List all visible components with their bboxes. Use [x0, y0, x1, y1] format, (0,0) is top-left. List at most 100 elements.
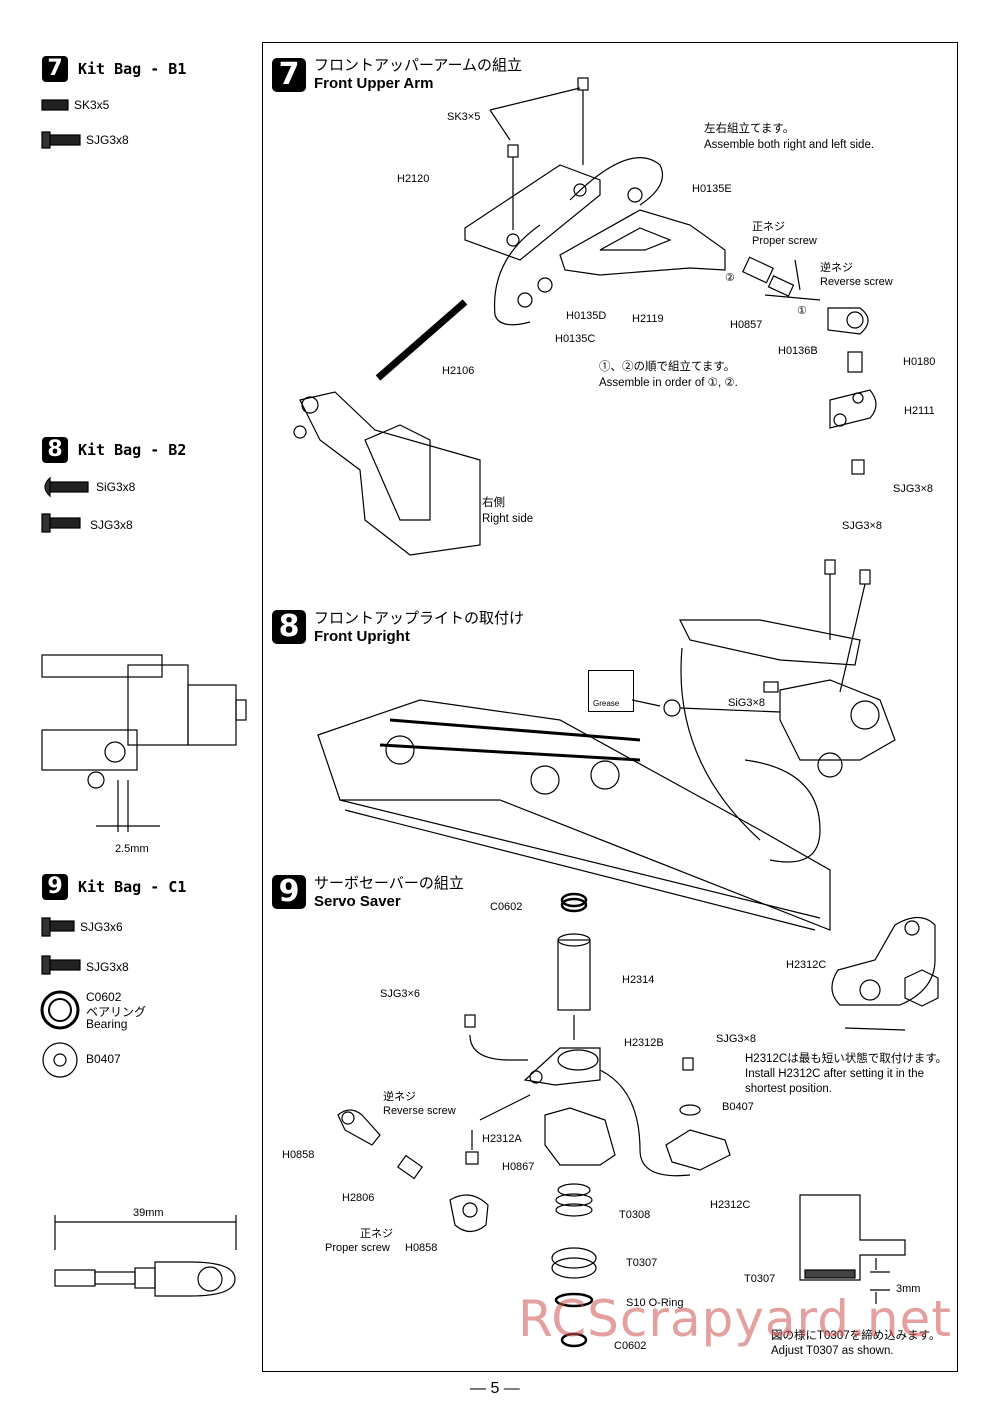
rod-length-detail [54, 1215, 237, 1297]
step8-drawing [317, 559, 896, 931]
part-callout: SJG3×6 [380, 988, 421, 1000]
assembly-note: shortest position. [745, 1083, 832, 1095]
step-title-en: Front Upper Arm [314, 75, 434, 92]
part-callout: SJG3×8 [893, 483, 934, 495]
part-callout: H0857 [730, 319, 763, 331]
screw-icon [41, 955, 81, 975]
part-callout: T0308 [619, 1209, 651, 1221]
kit-bag-title: Kit Bag - C1 [78, 878, 187, 896]
assembly-note: Adjust T0307 as shown. [771, 1345, 894, 1357]
part-callout: T0307 [626, 1257, 658, 1269]
step-title-en: Servo Saver [314, 893, 401, 910]
order-note: Assemble in order of ①, ②. [599, 377, 738, 389]
thread-label: 逆ネジ [820, 262, 853, 274]
screw-icon [44, 476, 89, 498]
part-label: SJG3x8 [86, 133, 129, 147]
screw-icon [41, 917, 75, 937]
watermark: RCScrapyard.net [518, 1290, 952, 1348]
bearing-icon [40, 990, 80, 1030]
screw-icon [41, 131, 81, 149]
part-callout: H0135C [555, 333, 596, 345]
thread-label: Proper screw [325, 1242, 390, 1254]
assembly-note: Assemble both right and left side. [704, 139, 875, 151]
part-callout: B0407 [722, 1101, 754, 1113]
step-number: 8 [272, 610, 306, 644]
part-label: ベアリング [86, 1005, 147, 1019]
grease-label: Grease [593, 699, 620, 708]
part-callout: H0135D [566, 310, 607, 322]
step9-drawing [337, 892, 939, 1348]
part-callout: H2111 [904, 405, 935, 417]
assembly-note: H2312Cは最も短い状態で取付けます。 [745, 1053, 948, 1065]
part-callout: H0180 [903, 356, 936, 368]
thread-label: Reverse screw [820, 276, 893, 288]
gap-dimension: 2.5mm [115, 843, 149, 855]
rod-length-dimension: 39mm [133, 1207, 164, 1219]
kit-bag-number: 7 [42, 56, 68, 82]
screw-icon [41, 99, 69, 111]
part-callout: C0602 [490, 901, 523, 913]
part-label: SJG3x8 [90, 518, 133, 532]
part-callout: H2312B [624, 1037, 664, 1049]
part-label: SJG3x8 [86, 960, 129, 974]
step-number: 9 [272, 875, 306, 909]
part-callout: SiG3×8 [728, 697, 765, 709]
part-callout: SJG3×8 [842, 520, 883, 532]
step-number: 7 [272, 58, 306, 92]
order-marker: ① [797, 305, 807, 317]
part-callout: H2106 [442, 365, 475, 377]
step-title-jp: フロントアッパーアームの組立 [314, 56, 523, 74]
assembly-note: 図の様にT0307を締め込みます。 [771, 1330, 941, 1342]
part-label: SJG3x6 [80, 920, 123, 934]
step-title-jp: サーボセーバーの組立 [314, 874, 464, 892]
step-title-en: Front Upright [314, 628, 410, 645]
upright-side-detail [41, 654, 247, 832]
step7-drawing [293, 77, 877, 556]
part-callout: H0858 [282, 1149, 315, 1161]
order-marker: ② [725, 272, 735, 284]
part-callout: C0602 [614, 1340, 647, 1352]
screw-icon [41, 513, 81, 533]
part-callout: H2119 [632, 313, 664, 325]
assembly-note: Install H2312C after setting it in the [745, 1068, 924, 1080]
page-number: — 5 — [470, 1380, 520, 1397]
part-callout: H0858 [405, 1242, 438, 1254]
part-callout: SK3×5 [447, 111, 481, 123]
side-label: 右側 [482, 497, 505, 509]
side-label: Right side [482, 513, 534, 525]
part-callout: H2312C [710, 1199, 751, 1211]
part-label: B0407 [86, 1052, 121, 1066]
part-callout: H2120 [397, 173, 430, 185]
kit-bag-title: Kit Bag - B2 [78, 441, 187, 459]
part-callout: H2312A [482, 1133, 522, 1145]
thread-label: 正ネジ [360, 1228, 393, 1240]
grease-icon: Grease [588, 670, 634, 712]
assembly-frame [262, 42, 958, 1372]
part-callout: H0136B [778, 345, 818, 357]
part-label: SK3x5 [74, 98, 110, 112]
thread-label: 逆ネジ [383, 1091, 416, 1103]
assembly-note: 左右組立てます。 [704, 123, 795, 135]
part-label: C0602 [86, 990, 122, 1004]
part-callout: H0867 [502, 1161, 535, 1173]
kit-bag-number: 9 [42, 874, 68, 900]
part-callout: H2314 [622, 974, 655, 986]
part-callout: H2312C [786, 959, 827, 971]
part-callout: SJG3×8 [716, 1033, 757, 1045]
order-note: ①、②の順で組立てます。 [599, 361, 736, 373]
thread-label: Reverse screw [383, 1105, 456, 1117]
part-callout: H0135E [692, 183, 732, 195]
step-title-jp: フロントアップライトの取付け [314, 609, 525, 627]
thread-label: Proper screw [752, 235, 817, 247]
kit-bag-number: 8 [42, 437, 68, 463]
part-callout: T0307 [744, 1273, 776, 1285]
part-callout: S10 O-Ring [626, 1297, 684, 1309]
kit-bag-title: Kit Bag - B1 [78, 60, 187, 78]
washer-icon [42, 1042, 78, 1078]
thread-label: 正ネジ [752, 221, 785, 233]
part-label: SiG3x8 [96, 480, 136, 494]
part-callout: H2806 [342, 1192, 375, 1204]
gap-dimension: 3mm [896, 1283, 921, 1295]
part-label: Bearing [86, 1017, 128, 1031]
